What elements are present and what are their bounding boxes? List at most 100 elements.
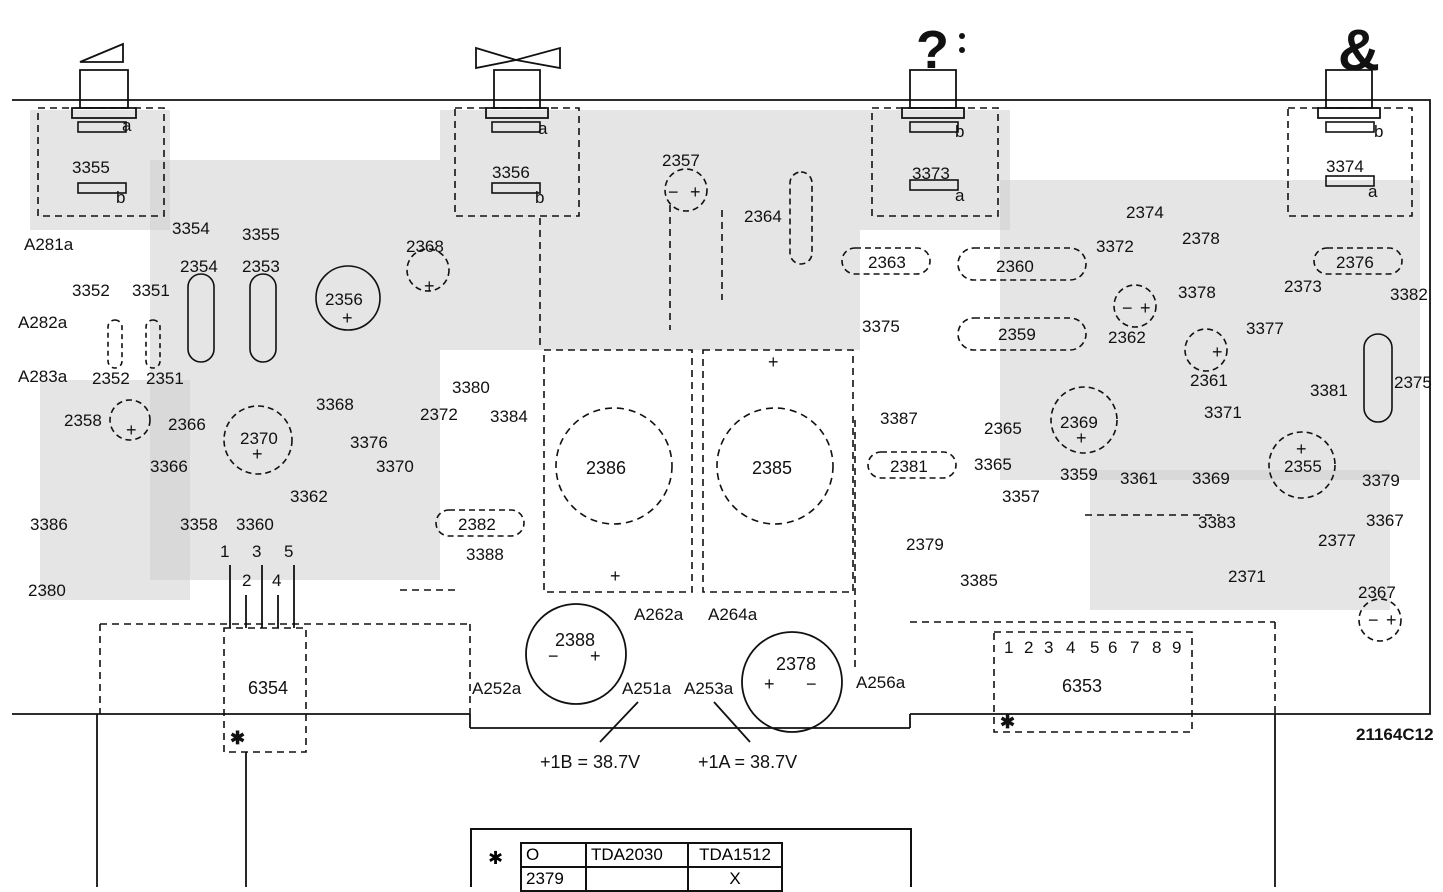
table-row: 2379 X	[520, 866, 783, 892]
component-label: 3359	[1060, 465, 1098, 484]
component-label: 2361	[1190, 371, 1228, 390]
ic-6354-pin: 4	[272, 571, 281, 590]
component-label: 2351	[146, 369, 184, 388]
component-label: 2365	[984, 419, 1022, 438]
component-label: 2366	[168, 415, 206, 434]
pot-volume-label: 3355	[72, 158, 110, 177]
component-label: 2360	[996, 257, 1034, 276]
dashed-wires	[99, 205, 1276, 714]
cap-2388-outline	[525, 603, 627, 705]
cap-2385-label: 2385	[752, 458, 792, 478]
component-label: 3386	[30, 515, 68, 534]
component-label: 3372	[1096, 237, 1134, 256]
svg-text:?: ?	[916, 20, 949, 80]
ic-6353-marker: ✱	[1000, 712, 1015, 732]
polarity-plus: +	[690, 182, 701, 202]
component-label: 3379	[1362, 471, 1400, 490]
polarity-plus: +	[610, 566, 621, 586]
component-outlines	[107, 168, 1403, 642]
component-label: 3369	[1192, 469, 1230, 488]
component-label: 2370	[240, 429, 278, 448]
component-label: 3381	[1310, 381, 1348, 400]
component-label: 3380	[452, 378, 490, 397]
cap-2385-outline	[716, 407, 834, 525]
component-label: 2357	[662, 151, 700, 170]
table-cell	[585, 866, 689, 892]
balance-bowtie-icon	[475, 46, 561, 70]
option-table-marker: ✱	[488, 848, 504, 869]
polarity-plus: +	[342, 308, 353, 328]
ic-6353-label: 6353	[1062, 676, 1102, 696]
ic-6354-label: 6354	[248, 678, 288, 698]
ic-6353-pin: 4	[1066, 638, 1075, 657]
component-label: 2375	[1394, 373, 1432, 392]
component-label: 2368	[406, 237, 444, 256]
component-label: 2373	[1284, 277, 1322, 296]
component-label: 3365	[974, 455, 1012, 474]
polarity-plus: +	[1296, 439, 1307, 459]
component-label: 2353	[242, 257, 280, 276]
component-label: 3383	[1198, 513, 1236, 532]
treble-clef-icon: &	[1338, 18, 1380, 83]
component-label: 3355	[242, 225, 280, 244]
component-label: 3361	[1120, 469, 1158, 488]
component-label: 2352	[92, 369, 130, 388]
component-label: 2355	[1284, 457, 1322, 476]
ic-6353-pin: 1	[1004, 638, 1013, 657]
ic-6354-pin: 5	[284, 542, 293, 561]
connector-label: A253a	[684, 679, 734, 698]
component-label: 3366	[150, 457, 188, 476]
component-label: 2379	[906, 535, 944, 554]
ic-6353-pin: 8	[1152, 638, 1161, 657]
component-label: 2376	[1336, 253, 1374, 272]
component-label: 3368	[316, 395, 354, 414]
ic-6353-pin: 6	[1108, 638, 1117, 657]
ic-6353-pin: 9	[1172, 638, 1181, 657]
polarity-plus: +	[126, 420, 137, 440]
ic-6354-outline	[223, 627, 307, 753]
supply-1b-label: +1B = 38.7V	[540, 752, 640, 772]
option-grid: O TDA2030 TDA1512 2379 X	[520, 842, 783, 892]
component-label: 3367	[1366, 511, 1404, 530]
ic-6354-marker: ✱	[230, 728, 245, 748]
ic-6354-pin: 3	[252, 542, 261, 561]
drawing-code: 21164C12	[1356, 725, 1434, 744]
polarity-minus: −	[548, 646, 559, 666]
component-label: 2362	[1108, 328, 1146, 347]
component-label: 3382	[1390, 285, 1428, 304]
component-label: 2354	[180, 257, 218, 276]
component-label: 3384	[490, 407, 528, 426]
pot-balance-pin-a: a	[538, 119, 548, 138]
component-label: 2378	[1182, 229, 1220, 248]
component-label: 2367	[1358, 583, 1396, 602]
component-label: 2374	[1126, 203, 1164, 222]
heatsink-right	[702, 349, 854, 593]
polarity-plus: +	[424, 276, 435, 296]
component-label: 3354	[172, 219, 210, 238]
connector-label: A281a	[24, 235, 74, 254]
component-label: 2380	[28, 581, 66, 600]
polarity-minus: −	[806, 674, 817, 694]
cap-2378b-label: 2378	[776, 654, 816, 674]
connector-label: A283a	[18, 367, 68, 386]
heatsink-left	[543, 349, 693, 593]
pot-treble-pin-b: b	[1374, 122, 1383, 141]
external-wires	[96, 701, 1276, 887]
polarity-plus: +	[768, 352, 779, 372]
component-label: 3371	[1204, 403, 1242, 422]
component-label: 2364	[744, 207, 782, 226]
ic-6354-leads	[229, 565, 295, 628]
polarity-plus: +	[1140, 298, 1151, 318]
table-cell: X	[687, 866, 783, 892]
component-label: 3362	[290, 487, 328, 506]
component-labels: 2357 2364 2363 2360 2374 3372 2378 2376 …	[28, 151, 1432, 602]
pot-balance-pin-b: b	[535, 188, 544, 207]
component-label: 2356	[325, 290, 363, 309]
component-label: 2381	[890, 457, 928, 476]
ic-6353-pin: 2	[1024, 638, 1033, 657]
ic-6353-outline	[993, 631, 1193, 733]
pot-treble-label: 3374	[1326, 157, 1364, 176]
connector-label: A256a	[856, 673, 906, 692]
pot-bass-pin-a: a	[955, 186, 965, 205]
